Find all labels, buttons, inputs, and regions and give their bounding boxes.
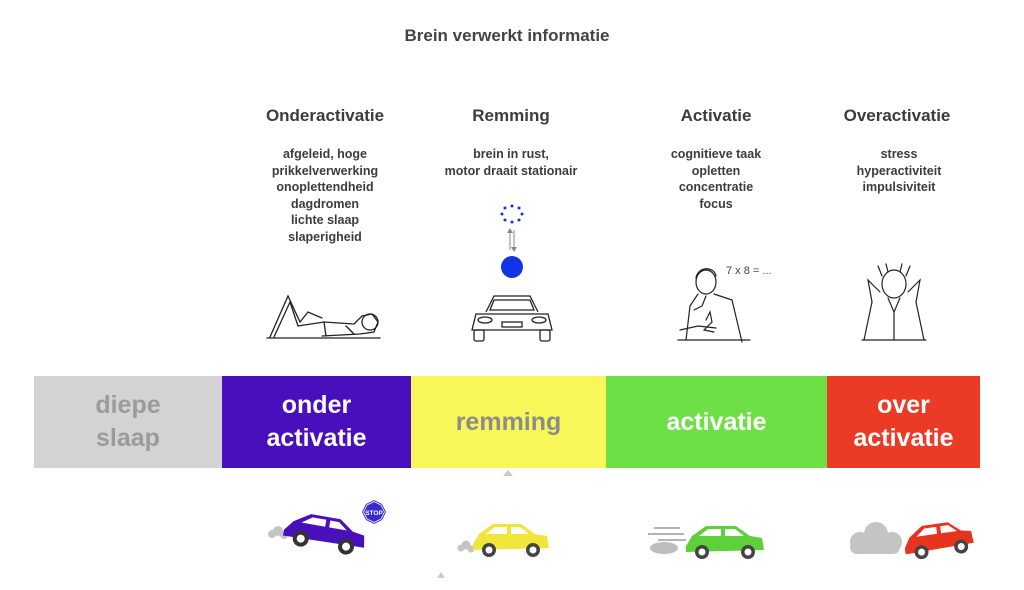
heading-remming: Remming	[472, 106, 550, 125]
small-triangle-icon	[437, 572, 445, 578]
desc-activatie: cognitieve taak opletten concentratie fo…	[606, 146, 826, 212]
pointer-triangle-icon	[503, 470, 513, 476]
band-label-line2: activatie	[853, 424, 954, 452]
heading-overactivatie: Overactivatie	[843, 106, 951, 125]
band-label: activatie	[666, 406, 766, 439]
desc-overactivatie: stress hyperactiviteit impulsiviteit	[789, 146, 1009, 196]
lying-person-icon	[266, 294, 381, 339]
desc-line: cognitieve taak	[670, 147, 762, 161]
desc-line: slaperigheid	[288, 229, 362, 244]
band-label-line1: diepe	[95, 391, 161, 419]
desc-line: hyperactiviteit	[856, 163, 942, 178]
idle-ball-icon	[500, 204, 524, 278]
band-activatie: activatie	[606, 376, 827, 468]
band-remming: remming	[411, 376, 606, 468]
desc-line: lichte slaap	[290, 213, 360, 227]
band-label: remming	[456, 406, 562, 439]
desc-line: prikkelverwerking	[271, 163, 379, 178]
band-label: onder activatie	[266, 389, 366, 455]
desc-line: impulsiviteit	[862, 180, 936, 194]
band-diepe-slaap: diepe slaap	[34, 376, 222, 468]
band-label: diepe slaap	[95, 389, 160, 455]
desc-line: afgeleid, hoge	[282, 147, 368, 161]
stop-sign-text: STOP	[365, 510, 383, 517]
band-label-line1: remming	[455, 407, 562, 436]
heading-onderactivatie: Onderactivatie	[265, 106, 385, 125]
desc-line: concentratie	[678, 180, 754, 194]
band-label: over activatie	[853, 389, 953, 455]
band-label-line2: activatie	[266, 424, 367, 452]
desc-remming: brein in rust, motor draait stationair	[401, 146, 621, 179]
car-remming-icon	[457, 524, 549, 557]
desc-line: focus	[699, 196, 733, 211]
band-overactivatie: over activatie	[827, 376, 980, 468]
stressed-person-icon	[861, 263, 927, 341]
car-front-icon	[471, 295, 553, 342]
diagram-title: Brein verwerkt informatie	[404, 26, 610, 45]
math-text: 7 x 8 = ...	[726, 265, 772, 277]
band-onderactivatie: onder activatie	[222, 376, 411, 468]
desc-line: stress	[880, 147, 918, 161]
band-label-line1: activatie	[666, 407, 767, 436]
thinking-person-icon	[677, 268, 751, 343]
car-activatie-icon	[648, 526, 764, 559]
desc-line: dagdromen	[290, 196, 360, 211]
band-label-line1: over	[877, 391, 930, 419]
band-label-line1: onder	[281, 391, 352, 419]
car-onderactivatie-icon: STOP	[268, 500, 386, 555]
desc-line: onoplettendheid	[276, 180, 374, 194]
heading-activatie: Activatie	[680, 106, 752, 125]
desc-line: brein in rust,	[473, 147, 549, 161]
band-label-line2: slaap	[96, 424, 160, 452]
car-overactivatie-icon	[850, 522, 974, 560]
desc-line: opletten	[691, 163, 741, 178]
desc-line: motor draait stationair	[444, 163, 578, 178]
desc-onderactivatie: afgeleid, hoge prikkelverwerking onoplet…	[215, 146, 435, 245]
